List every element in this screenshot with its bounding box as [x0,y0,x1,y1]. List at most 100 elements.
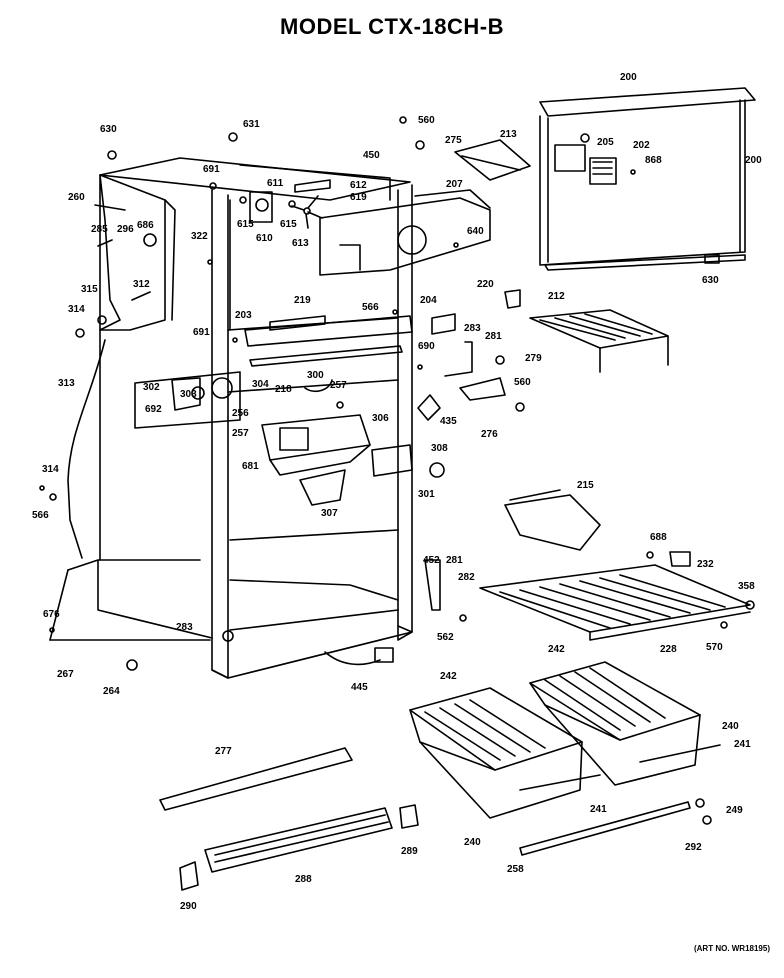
part-label-313: 313 [58,378,75,389]
part-label-257: 257 [330,380,347,391]
part-label-300: 300 [307,370,324,381]
part-label-303: 303 [180,389,197,400]
part-label-276: 276 [481,429,498,440]
part-label-631: 631 [243,119,260,130]
part-label-277: 277 [215,746,232,757]
tray-215 [504,489,601,551]
part-label-215: 215 [577,480,594,491]
part-label-240: 240 [464,837,481,848]
bracket-232 [669,551,691,567]
part-label-264: 264 [103,686,120,697]
part-label-611: 611 [267,178,284,189]
part-label-228: 228 [660,644,677,655]
part-label-450: 450 [363,150,380,161]
part-label-204: 204 [420,295,437,306]
part-label-691: 691 [193,327,210,338]
part-label-213: 213 [500,129,517,140]
part-label-307: 307 [321,508,338,519]
refrigerator-shelf [479,564,751,641]
part-label-207: 207 [446,179,463,190]
part-label-256: 256 [232,408,249,419]
part-label-452: 452 [423,555,440,566]
light-housing [261,414,371,506]
part-label-691: 691 [203,164,220,175]
part-label-281: 281 [446,555,463,566]
freezer-door [539,87,756,271]
part-label-218: 218 [275,384,292,395]
part-label-560: 560 [418,115,435,126]
part-label-686: 686 [137,220,154,231]
part-label-612: 612 [350,180,367,191]
part-label-304: 304 [252,379,269,390]
fan-motor [249,191,323,229]
part-label-301: 301 [418,489,435,500]
part-label-241: 241 [734,739,751,750]
part-label-241: 241 [590,804,607,815]
freezer-shelf [529,309,669,373]
part-label-566: 566 [32,510,49,521]
part-label-630: 630 [702,275,719,286]
part-label-868: 868 [645,155,662,166]
part-label-292: 292 [685,842,702,853]
part-label-281: 281 [485,331,502,342]
part-label-289: 289 [401,846,418,857]
evaporator-housing [319,189,491,276]
part-label-562: 562 [437,632,454,643]
part-label-212: 212 [548,291,565,302]
part-label-258: 258 [507,864,524,875]
fasteners [39,116,755,891]
part-label-435: 435 [440,416,457,427]
part-label-260: 260 [68,192,85,203]
part-label-308: 308 [431,443,448,454]
part-label-288: 288 [295,874,312,885]
part-label-570: 570 [706,642,723,653]
part-label-630: 630 [100,124,117,135]
rod-258 [519,801,691,856]
part-label-285: 285 [91,224,108,235]
part-label-560: 560 [514,377,531,388]
part-label-282: 282 [458,572,475,583]
part-label-249: 249 [726,805,743,816]
ice-tray [454,139,531,181]
part-label-615: 615 [237,219,254,230]
part-label-315: 315 [81,284,98,295]
part-label-242: 242 [548,644,565,655]
part-label-640: 640 [467,226,484,237]
art-number: (ART NO. WR18195) [693,944,770,953]
part-label-283: 283 [176,622,193,633]
part-label-314: 314 [68,304,85,315]
part-label-322: 322 [191,231,208,242]
bracket-220 [504,289,521,309]
part-label-302: 302 [143,382,160,393]
part-label-358: 358 [738,581,755,592]
part-label-296: 296 [117,224,134,235]
part-label-692: 692 [145,404,162,415]
part-label-219: 219 [294,295,311,306]
part-label-267: 267 [57,669,74,680]
part-label-613: 613 [292,238,309,249]
part-label-306: 306 [372,413,389,424]
cabinet-shell [49,157,413,679]
part-label-283: 283 [464,323,481,334]
part-label-690: 690 [418,341,435,352]
drain-tube [67,339,106,559]
part-label-279: 279 [525,353,542,364]
part-label-232: 232 [697,559,714,570]
rail-277 [159,747,353,811]
mullion-bar [244,315,413,367]
part-label-619: 619 [350,192,367,203]
part-label-275: 275 [445,135,462,146]
part-label-312: 312 [133,279,150,290]
control-panel [134,371,241,429]
part-label-242: 242 [440,671,457,682]
part-label-676: 676 [43,609,60,620]
part-label-240: 240 [722,721,739,732]
grille-288 [204,807,393,873]
part-label-615: 615 [280,219,297,230]
part-label-257: 257 [232,428,249,439]
part-label-681: 681 [242,461,259,472]
crisper-drawer-left [409,687,601,819]
part-label-220: 220 [477,279,494,290]
